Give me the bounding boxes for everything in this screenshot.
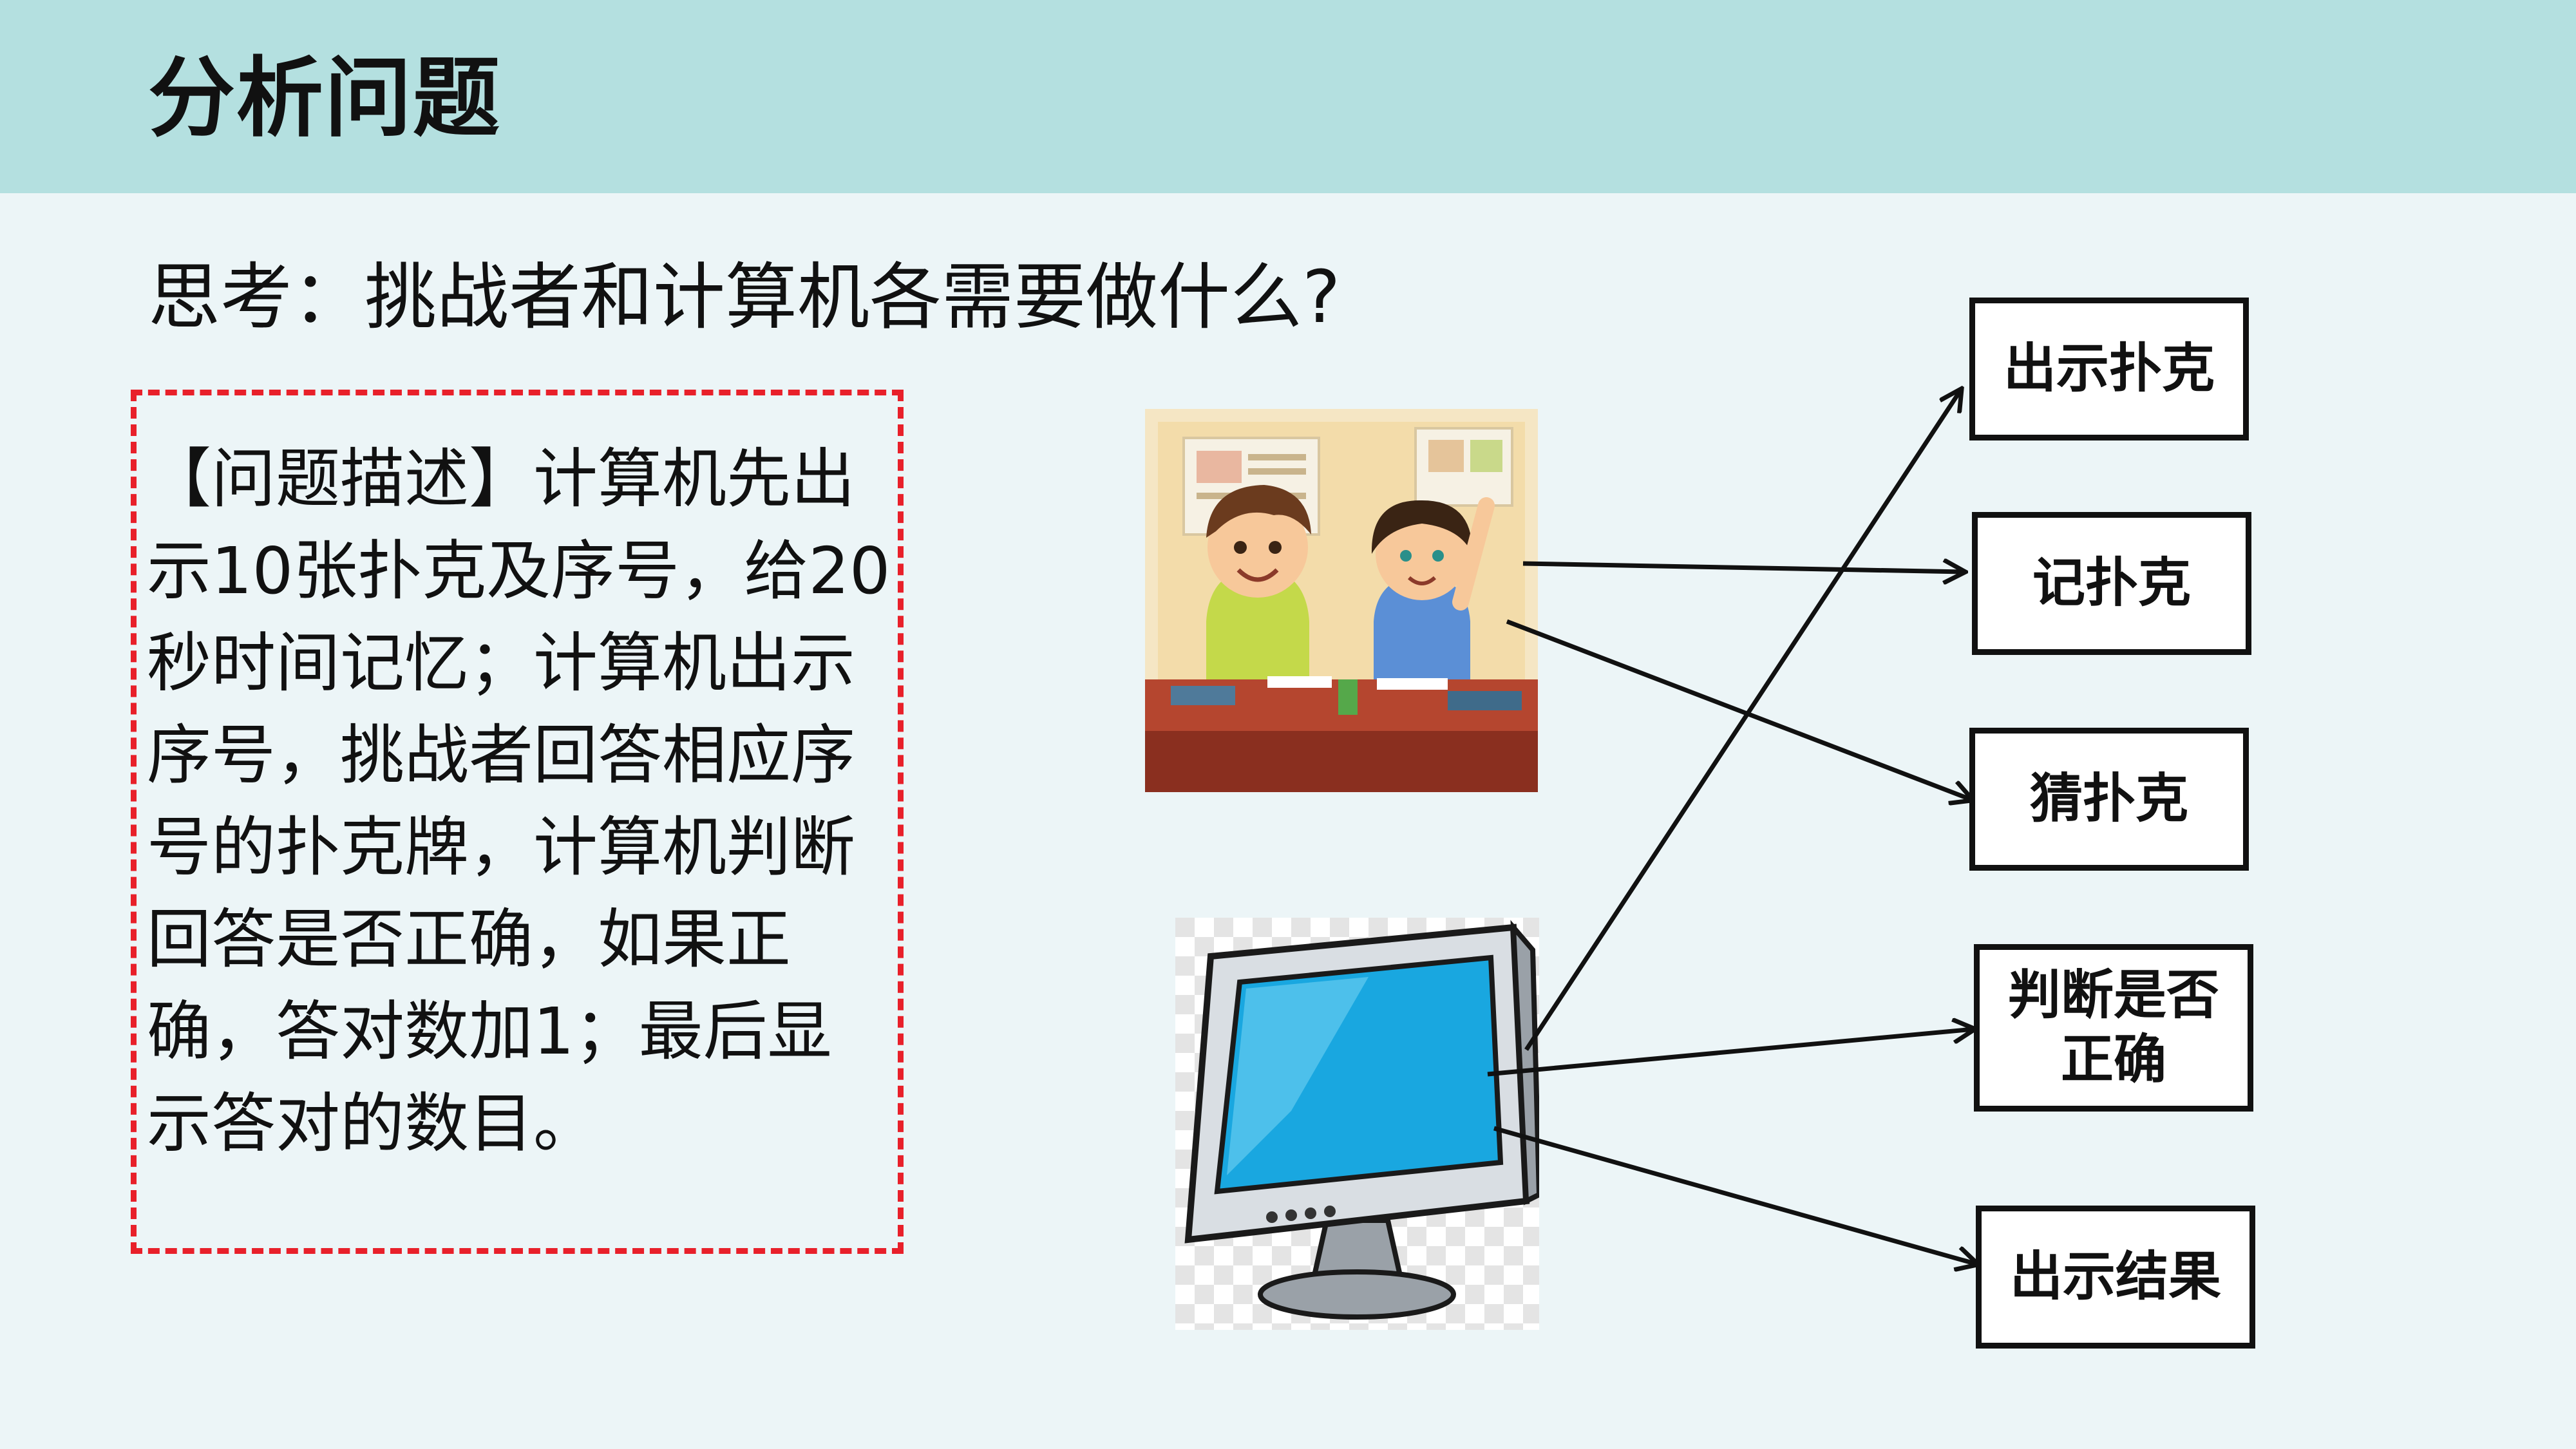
task-label-guess-cards: 猜扑克: [2029, 768, 2188, 829]
task-label-remember-cards: 记扑克: [2032, 553, 2191, 614]
page-title: 分析问题: [148, 48, 501, 149]
question-text: 思考：挑战者和计算机各需要做什么?: [148, 256, 1341, 339]
task-box-guess-cards: 猜扑克: [1969, 728, 2249, 871]
task-label-judge-correct: 判断是否 正确: [2007, 965, 2219, 1090]
arrow-computer-to-show-result: [1493, 1126, 1977, 1264]
task-box-judge-correct: 判断是否 正确: [1974, 944, 2253, 1112]
computer-illustration: [1175, 918, 1539, 1330]
arrow-computer-to-show-cards: [1524, 390, 1961, 1051]
arrow-students-to-guess: [1506, 619, 1972, 800]
task-box-remember-cards: 记扑克: [1972, 512, 2251, 655]
task-label-show-cards: 出示扑克: [2003, 338, 2215, 399]
arrow-computer-to-judge: [1487, 1029, 1974, 1077]
task-label-show-result: 出示结果: [2009, 1246, 2221, 1307]
task-box-show-cards: 出示扑克: [1969, 298, 2249, 440]
header-band: [0, 0, 2576, 193]
task-box-show-result: 出示结果: [1976, 1206, 2255, 1349]
students-illustration: [1145, 409, 1538, 792]
problem-description-text: 【问题描述】计算机先出示10张扑克及序号，给20秒时间记忆；计算机出示序号，挑战…: [147, 441, 891, 1161]
problem-description-box: [131, 390, 904, 1254]
arrow-students-to-remember: [1522, 564, 1964, 572]
